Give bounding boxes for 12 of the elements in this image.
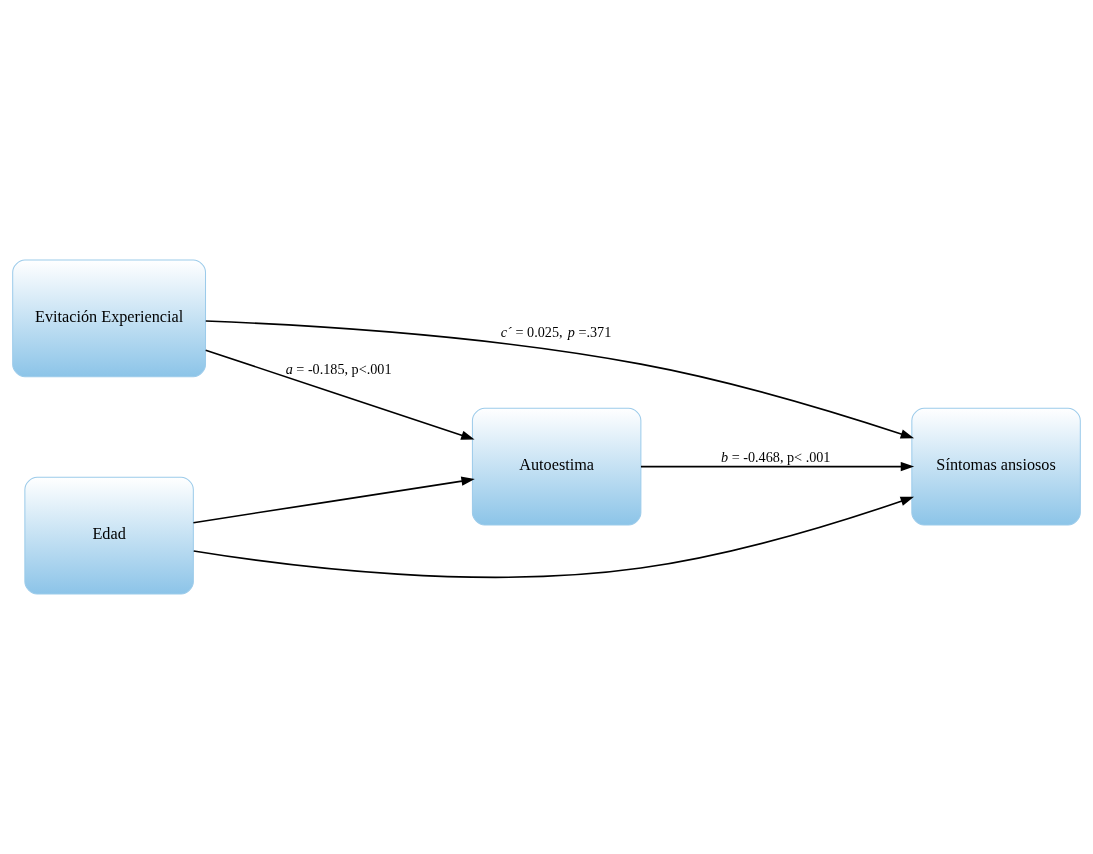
node-box: Síntomas ansiosos	[911, 407, 1081, 526]
arrow	[192, 476, 475, 524]
arrow	[204, 349, 475, 440]
edge-label: b = -0.468, p< .001	[721, 448, 831, 465]
node-box: Autoestima	[471, 407, 642, 526]
arrow	[205, 320, 915, 439]
node-box: Evitación Experiencial	[12, 259, 206, 378]
edge-label: c´ = 0.025, p =.371	[500, 323, 612, 340]
node-box: Edad	[24, 476, 194, 595]
edge-label: a = -0.185, p<.001	[285, 361, 392, 378]
arrow	[640, 461, 915, 472]
arrow	[192, 496, 914, 578]
